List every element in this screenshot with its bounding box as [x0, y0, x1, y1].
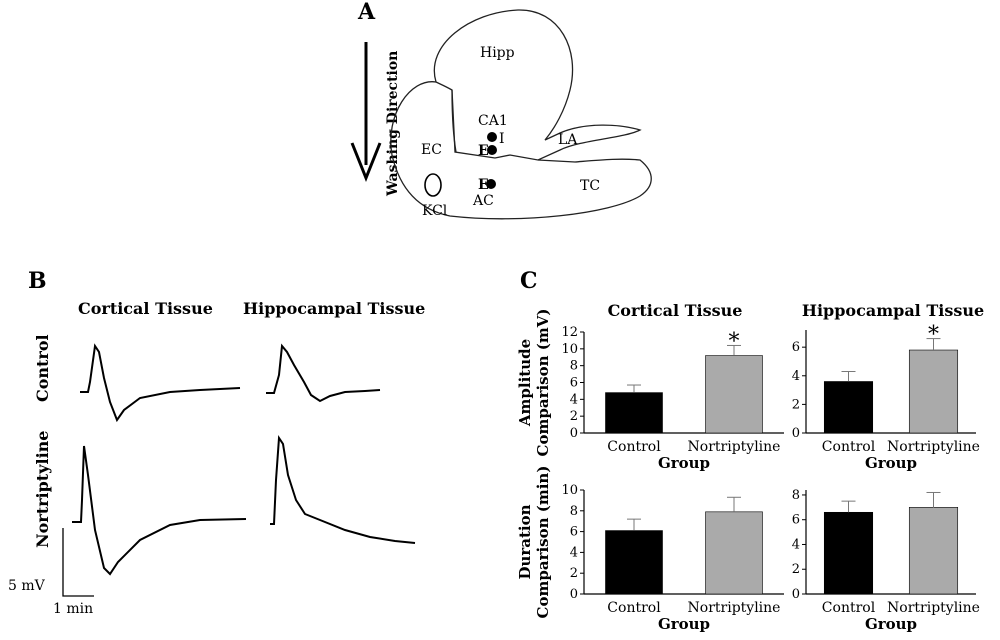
- y-tick-label: 2: [570, 409, 578, 424]
- scale-time-label: 1 min: [53, 601, 93, 617]
- trace-nortriptyline-cortical: [72, 445, 247, 576]
- x-tick-label: Control: [822, 600, 876, 616]
- x-tick-label: Control: [607, 439, 661, 455]
- y-tick-label: 2: [570, 566, 578, 581]
- x-axis-title: Group: [658, 454, 710, 472]
- y-axis-title-line2: Comparison (min): [534, 466, 552, 619]
- x-tick-label: Nortriptyline: [688, 439, 781, 455]
- panel-b-letter: B: [28, 268, 47, 294]
- y-tick-label: 10: [561, 483, 578, 498]
- y-tick-label: 0: [570, 426, 578, 441]
- label-ac: AC: [472, 193, 494, 209]
- trace-control-cortical: [80, 343, 241, 423]
- col-header-hippocampal: Hippocampal Tissue: [243, 299, 425, 318]
- ventricle-outline: [451, 89, 457, 153]
- y-tick-label: 4: [570, 545, 578, 560]
- panel-a: A Washing Direction Hipp CA1 I E EC LA E…: [350, 0, 652, 220]
- panel-c: C 024681012Control*NortriptylineGroupCor…: [516, 268, 984, 633]
- y-axis-title-line1: Duration: [516, 504, 534, 579]
- x-tick-label: Control: [607, 600, 661, 616]
- chart-title: Cortical Tissue: [608, 301, 743, 320]
- x-tick-label: Control: [822, 439, 876, 455]
- col-header-cortical: Cortical Tissue: [78, 299, 213, 318]
- y-tick-label: 8: [792, 488, 800, 503]
- bar-nortriptyline: [705, 511, 763, 595]
- label-ca1: CA1: [478, 113, 508, 129]
- trace-control-hippocampal: [266, 343, 381, 403]
- row-label-nortriptyline: Nortriptyline: [33, 431, 52, 548]
- x-axis-title: Group: [865, 454, 917, 472]
- y-tick-label: 0: [570, 587, 578, 602]
- label-e-upper: E: [478, 143, 489, 159]
- y-tick-label: 4: [792, 537, 800, 552]
- label-kcl: KCl: [422, 203, 448, 219]
- y-tick-label: 4: [792, 369, 800, 384]
- label-ec: EC: [421, 142, 442, 158]
- label-e-lower: E: [478, 177, 489, 193]
- y-tick-label: 10: [561, 342, 578, 357]
- bar-nortriptyline: [908, 507, 959, 595]
- y-tick-label: 2: [792, 562, 800, 577]
- bar-charts: 024681012Control*NortriptylineGroupCorti…: [516, 301, 984, 633]
- significance-marker: *: [928, 323, 939, 348]
- bar-nortriptyline: [908, 349, 959, 434]
- panel-c-letter: C: [520, 268, 538, 294]
- y-tick-label: 8: [570, 359, 578, 374]
- label-la: LA: [558, 132, 578, 148]
- scale-voltage-label: 5 mV: [8, 578, 46, 594]
- x-tick-label: Nortriptyline: [688, 600, 781, 616]
- scale-bar: [62, 528, 94, 597]
- bar-control: [605, 392, 663, 434]
- kcl-application-site: [424, 173, 442, 197]
- cortex-outline: [390, 81, 652, 220]
- y-tick-label: 6: [792, 513, 800, 528]
- row-label-control: Control: [33, 334, 52, 402]
- y-tick-label: 0: [792, 426, 800, 441]
- trace-nortriptyline-hippocampal: [270, 435, 416, 544]
- chart-title: Hippocampal Tissue: [802, 301, 984, 320]
- electrode-i: [487, 132, 497, 142]
- y-tick-label: 0: [792, 587, 800, 602]
- electrode-e-ac: [486, 179, 496, 189]
- bar-control: [823, 511, 874, 595]
- y-axis-title-line2: Comparison (mV): [534, 309, 552, 457]
- label-tc: TC: [580, 178, 600, 194]
- panel-b: B Cortical Tissue Hippocampal Tissue Con…: [8, 268, 425, 617]
- label-hipp: Hipp: [480, 45, 515, 61]
- x-tick-label: Nortriptyline: [887, 439, 980, 455]
- y-tick-label: 8: [570, 504, 578, 519]
- y-tick-label: 2: [792, 397, 800, 412]
- washing-direction-arrowhead: [350, 142, 382, 183]
- electrode-e-ca1: [487, 145, 497, 155]
- y-tick-label: 6: [570, 376, 578, 391]
- significance-marker: *: [729, 329, 740, 354]
- bar-control: [823, 381, 874, 434]
- bar-control: [605, 530, 663, 595]
- x-tick-label: Nortriptyline: [887, 600, 980, 616]
- panel-a-letter: A: [357, 0, 376, 25]
- bar-nortriptyline: [705, 355, 763, 434]
- x-axis-title: Group: [658, 615, 710, 633]
- label-i: I: [499, 131, 505, 147]
- x-axis-title: Group: [865, 615, 917, 633]
- y-tick-label: 6: [570, 525, 578, 540]
- y-axis-title-line1: Amplitude: [516, 339, 534, 427]
- hippocampus-outline: [433, 9, 642, 161]
- y-tick-label: 12: [561, 325, 578, 340]
- y-tick-label: 4: [570, 392, 578, 407]
- y-tick-label: 6: [792, 340, 800, 355]
